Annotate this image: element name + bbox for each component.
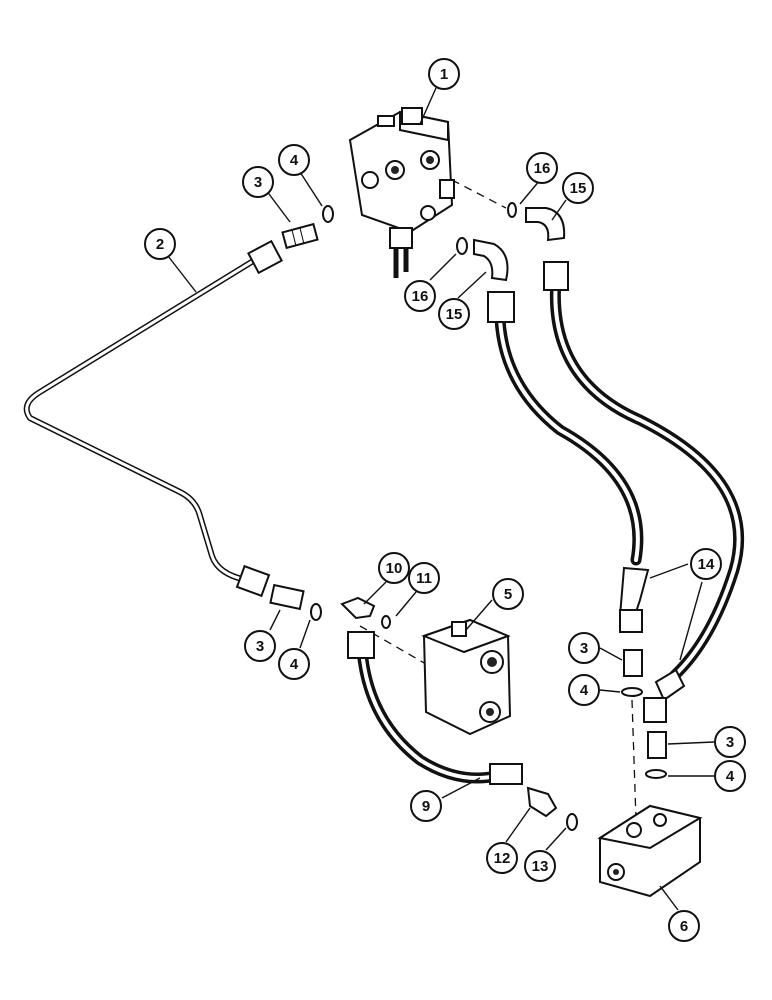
svg-text:14: 14 xyxy=(698,556,715,573)
svg-text:11: 11 xyxy=(416,570,432,587)
svg-text:5: 5 xyxy=(504,586,512,603)
lower-o-ring xyxy=(456,237,468,255)
callout-10: 10 xyxy=(378,552,410,584)
svg-text:10: 10 xyxy=(386,560,403,577)
left-adapter-fitting xyxy=(269,583,305,611)
right-elbow-fitting xyxy=(525,207,566,242)
callout-3-right-lower: 3 xyxy=(714,726,746,758)
right-adapter-lower xyxy=(647,731,667,759)
svg-text:15: 15 xyxy=(446,306,463,323)
upper-o-ring xyxy=(322,205,334,223)
callout-15-upper: 15 xyxy=(562,172,594,204)
o-ring-13 xyxy=(566,813,578,831)
callout-2: 2 xyxy=(144,228,176,260)
callout-12: 12 xyxy=(486,842,518,874)
leader-lines xyxy=(167,87,716,911)
right-adapter-upper xyxy=(623,649,643,677)
control-valve xyxy=(348,107,455,278)
lower-elbow-fitting xyxy=(473,238,509,282)
relief-valve-block xyxy=(421,618,512,736)
callout-13: 13 xyxy=(524,850,556,882)
connector-block xyxy=(597,804,703,898)
valve-solenoid-studs xyxy=(393,248,409,278)
hoses xyxy=(487,261,745,723)
upper-adapter-fitting xyxy=(281,222,319,250)
svg-text:4: 4 xyxy=(580,682,589,699)
right-o-ring xyxy=(507,202,517,218)
right-o-ring-lower xyxy=(645,769,667,779)
svg-text:9: 9 xyxy=(422,798,430,815)
svg-text:1: 1 xyxy=(440,66,448,83)
tee-fitting xyxy=(340,596,376,620)
svg-text:2: 2 xyxy=(156,236,164,253)
svg-text:13: 13 xyxy=(532,858,549,875)
callout-9: 9 xyxy=(410,790,442,822)
callout-14: 14 xyxy=(690,548,722,580)
callout-6: 6 xyxy=(668,910,700,942)
svg-text:4: 4 xyxy=(290,152,299,169)
svg-text:3: 3 xyxy=(726,734,734,751)
callout-1: 1 xyxy=(428,58,460,90)
steel-tube xyxy=(23,239,283,598)
callout-4-right-upper: 4 xyxy=(568,674,600,706)
callout-3-left: 3 xyxy=(244,630,276,662)
svg-text:12: 12 xyxy=(494,850,511,867)
svg-text:15: 15 xyxy=(570,180,587,197)
svg-text:3: 3 xyxy=(256,638,264,655)
callout-4-upper: 4 xyxy=(278,144,310,176)
svg-text:4: 4 xyxy=(726,768,735,785)
svg-text:4: 4 xyxy=(290,656,299,673)
right-o-ring-upper xyxy=(621,687,643,697)
elbow-fitting-12 xyxy=(526,786,558,818)
callout-3-upper: 3 xyxy=(242,166,274,198)
small-o-ring xyxy=(381,615,391,629)
svg-text:3: 3 xyxy=(254,174,262,191)
callout-4-right-lower: 4 xyxy=(714,760,746,792)
lower-hose xyxy=(347,631,523,785)
callout-16-lower: 16 xyxy=(404,280,436,312)
svg-text:16: 16 xyxy=(534,160,551,177)
callout-3-right-upper: 3 xyxy=(568,632,600,664)
svg-text:6: 6 xyxy=(680,918,688,935)
svg-text:16: 16 xyxy=(412,288,429,305)
left-o-ring xyxy=(310,603,322,621)
callout-4-left: 4 xyxy=(278,648,310,680)
callout-15-lower: 15 xyxy=(438,298,470,330)
callout-11: 11 xyxy=(408,562,440,594)
callout-16-upper: 16 xyxy=(526,152,558,184)
callout-5: 5 xyxy=(492,578,524,610)
svg-text:3: 3 xyxy=(580,640,588,657)
